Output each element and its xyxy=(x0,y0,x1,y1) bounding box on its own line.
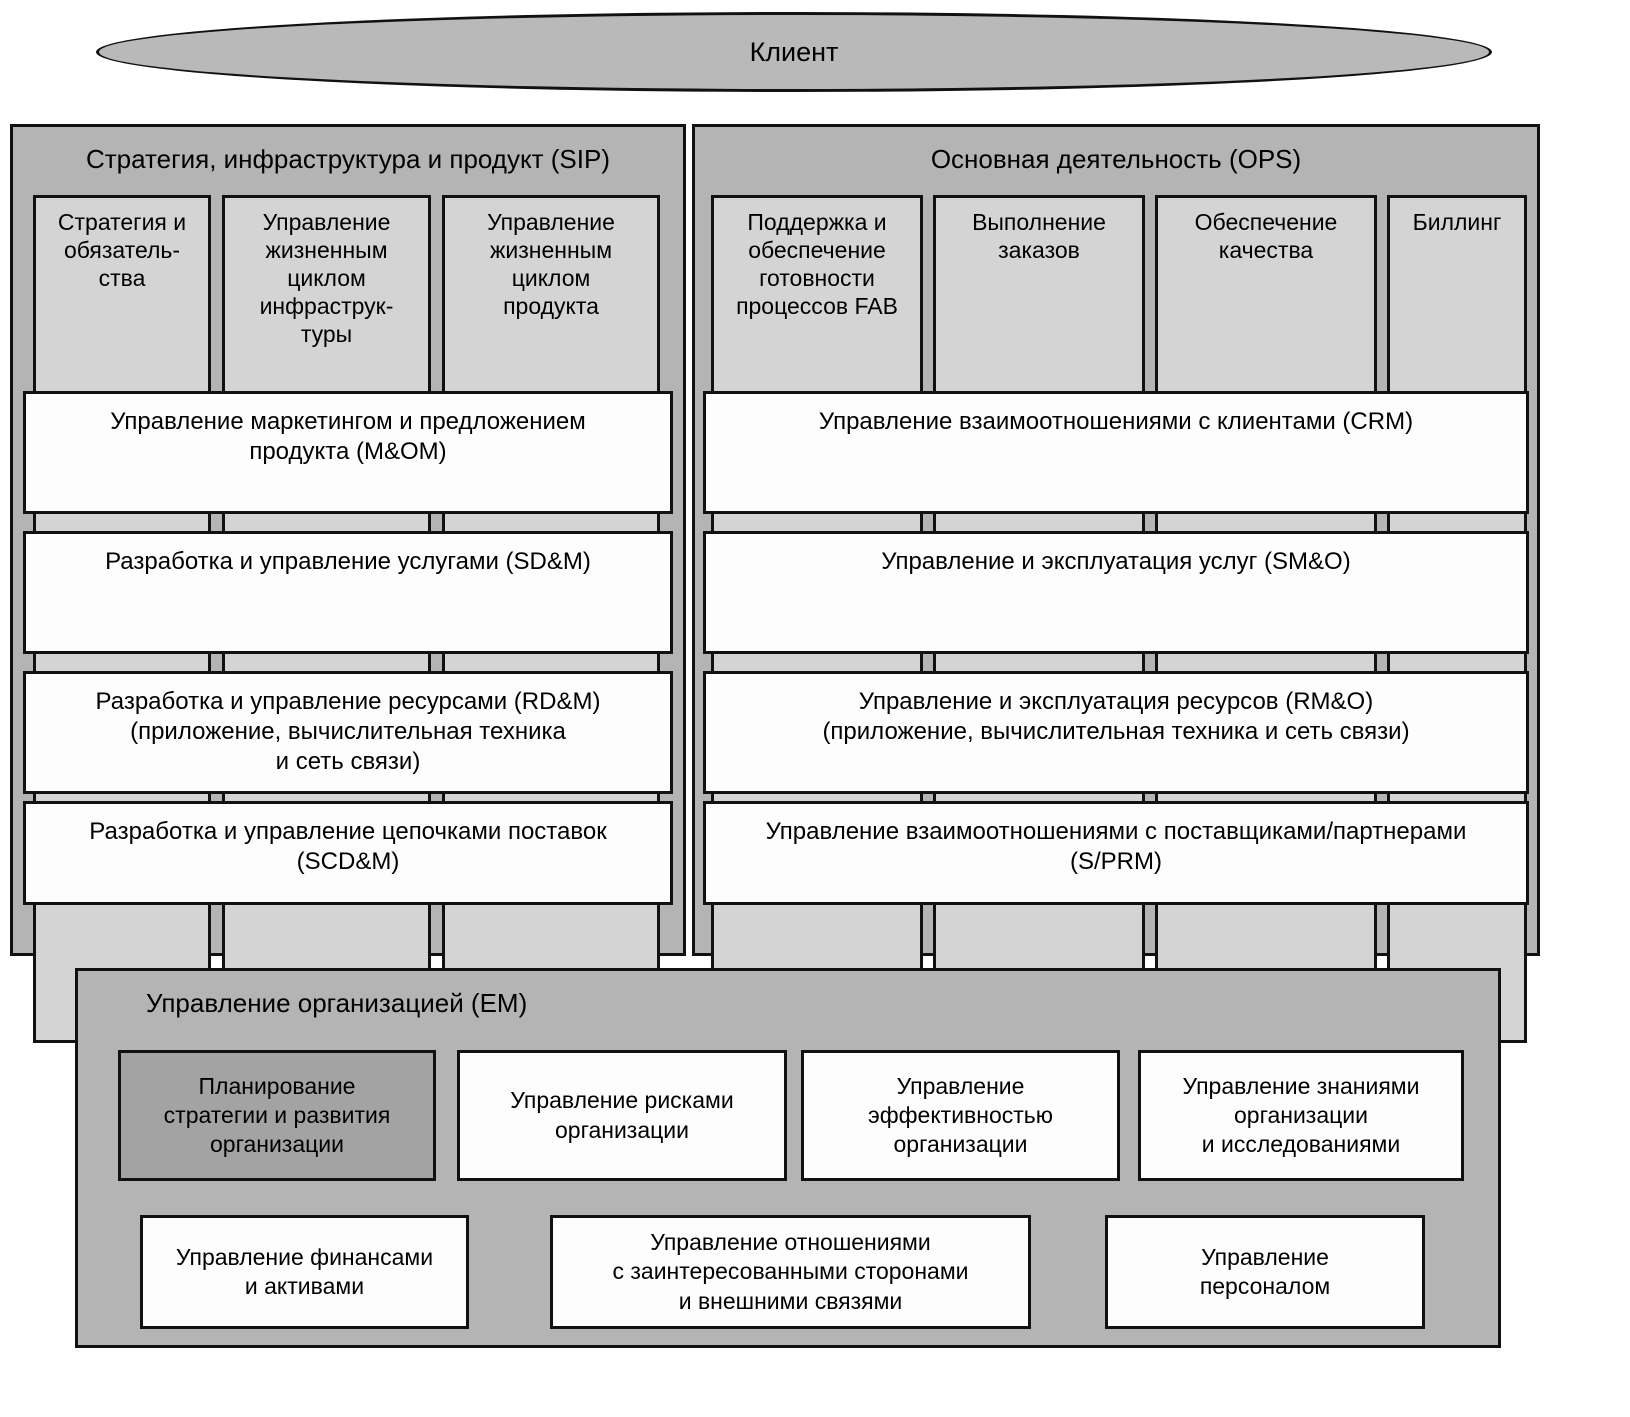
ops-band-label: Управление взаимоотношениями с клиентами… xyxy=(818,408,1414,435)
client-ellipse: Клиент xyxy=(96,12,1492,92)
em-panel-title: Управление организацией (EM) xyxy=(146,988,528,1018)
ops-band-sprm[interactable]: Управление взаимоотношениями с поставщик… xyxy=(703,801,1529,905)
ops-band-label: Управление и эксплуатация ресурсов (RM&O… xyxy=(822,688,1410,746)
sip-band-sdm[interactable]: Разработка и управление услугами (SD&M) xyxy=(23,531,673,654)
ops-band-label: Управление взаимоотношениями с поставщик… xyxy=(765,818,1467,876)
sip-panel-title: Стратегия, инфраструктура и продукт (SIP… xyxy=(86,144,610,174)
sip-panel: Стратегия, инфраструктура и продукт (SIP… xyxy=(10,124,686,1043)
ops-column-label: Биллинг xyxy=(1412,209,1502,235)
ops-band-rmo[interactable]: Управление и эксплуатация ресурсов (RM&O… xyxy=(703,671,1529,794)
client-label: Клиент xyxy=(749,36,839,67)
ops-band-smo[interactable]: Управление и эксплуатация услуг (SM&O) xyxy=(703,531,1529,654)
ops-band-label: Управление и эксплуатация услуг (SM&O) xyxy=(881,548,1351,575)
sip-band-label: Разработка и управление ресурсами (RD&M)… xyxy=(95,688,601,776)
sip-band-label: Разработка и управление услугами (SD&M) xyxy=(105,548,591,575)
sip-band-scdm[interactable]: Разработка и управление цепочками постав… xyxy=(23,801,673,905)
em-panel: Управление организацией (EM) Планировани… xyxy=(75,968,1501,1348)
sip-band-label: Разработка и управление цепочками постав… xyxy=(89,818,607,876)
sip-band-rdm[interactable]: Разработка и управление ресурсами (RD&M)… xyxy=(23,671,673,794)
ops-panel-title: Основная деятельность (OPS) xyxy=(930,144,1302,174)
ops-band-crm[interactable]: Управление взаимоотношениями с клиентами… xyxy=(703,391,1529,514)
